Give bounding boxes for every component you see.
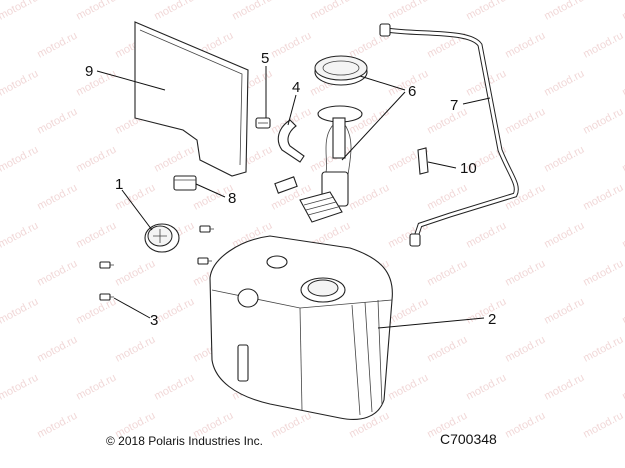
watermark-text: motod.ru [542,372,586,403]
bumper-block [173,175,197,191]
watermark-text: motod.ru [581,258,625,289]
watermark-text: motod.ru [620,296,625,327]
watermark-text: motod.ru [503,258,547,289]
watermark-text: motod.ru [620,0,625,23]
watermark-text: motod.ru [386,0,430,23]
watermark-text: motod.ru [35,410,79,441]
watermark-text: motod.ru [0,296,40,327]
watermark-text: motod.ru [620,68,625,99]
watermark-text: motod.ru [464,0,508,23]
watermark-text: motod.ru [74,0,118,23]
watermark-text: motod.ru [74,68,118,99]
fuel-line-connector-top [379,23,391,37]
watermark-text: motod.ru [74,220,118,251]
watermark-text: motod.ru [425,334,469,365]
callout-3: 3 [150,312,158,329]
fuel-tank [209,235,393,420]
callout-6: 6 [408,83,416,100]
watermark-text: motod.ru [503,334,547,365]
watermark-text: motod.ru [581,182,625,213]
watermark-text: motod.ru [35,30,79,61]
fuel-pump-assembly [274,105,363,223]
watermark-text: motod.ru [74,372,118,403]
watermark-text: motod.ru [35,258,79,289]
callout-1: 1 [115,176,123,193]
watermark-text: motod.ru [620,372,625,403]
watermark-text: motod.ru [113,334,157,365]
watermark-text: motod.ru [581,410,625,441]
watermark-text: motod.ru [152,372,196,403]
figure-id: C700348 [440,431,497,447]
vent-hose [277,119,305,163]
copyright-notice: © 2018 Polaris Industries Inc. [106,434,263,448]
watermark-text: motod.ru [542,220,586,251]
watermark-text: motod.ru [0,144,40,175]
foam-pad [417,147,429,175]
watermark-text: motod.ru [113,258,157,289]
watermark-text: motod.ru [620,144,625,175]
hose-clip [255,117,271,129]
watermark-text: motod.ru [464,220,508,251]
callout-5: 5 [261,50,269,67]
heat-shield-pad [134,21,249,177]
watermark-text: motod.ru [269,410,313,441]
callout-labels: 1 2 3 4 5 6 7 8 9 10 [85,50,496,329]
watermark-text: motod.ru [347,182,391,213]
watermark-text: motod.ru [0,372,40,403]
watermark-text: motod.ru [503,30,547,61]
watermark-text: motod.ru [581,30,625,61]
watermark-text: motod.ru [308,144,352,175]
watermark-text: motod.ru [425,258,469,289]
watermark-text: motod.ru [425,182,469,213]
watermark-text: motod.ru [464,372,508,403]
watermark-text: motod.ru [386,372,430,403]
watermark-text: motod.ru [35,182,79,213]
watermark-text: motod.ru [581,106,625,137]
watermark-text: motod.ru [542,296,586,327]
callout-7: 7 [450,97,458,114]
fuel-line-connector-bottom [409,233,421,247]
callout-4: 4 [292,79,300,96]
watermark-text: motod.ru [542,0,586,23]
fuel-line-inner [385,28,518,241]
watermark-text: motod.ru [152,144,196,175]
watermark-text: motod.ru [425,106,469,137]
watermark-text: motod.ru [542,68,586,99]
watermark-text: motod.ru [74,296,118,327]
watermark-text: motod.ru [152,296,196,327]
watermark-text: motod.ru [269,30,313,61]
watermark-text: motod.ru [464,296,508,327]
watermark-text: motod.ru [0,220,40,251]
watermark-text: motod.ru [35,334,79,365]
watermark-text: motod.ru [503,106,547,137]
callout-9: 9 [85,63,93,80]
mounting-bolts [99,225,214,301]
leader-lines [96,66,491,329]
watermark-text: motod.ru [74,144,118,175]
watermark-text: motod.ru [0,0,40,23]
watermark-text: motod.ru [35,106,79,137]
fuel-cap [144,223,180,253]
watermark-text: motod.ru [386,296,430,327]
watermark-text: motod.ru [230,0,274,23]
callout-10: 10 [460,160,477,177]
callout-8: 8 [228,190,236,207]
watermark-text: motod.ru [620,220,625,251]
watermark-text: motod.ru [542,144,586,175]
watermark-text: motod.ru [503,410,547,441]
watermark-text: motod.ru [308,0,352,23]
callout-2: 2 [488,311,496,328]
watermark-text: motod.ru [152,0,196,23]
watermark-text: motod.ru [581,334,625,365]
lock-ring [314,55,368,86]
watermark-text: motod.ru [0,68,40,99]
